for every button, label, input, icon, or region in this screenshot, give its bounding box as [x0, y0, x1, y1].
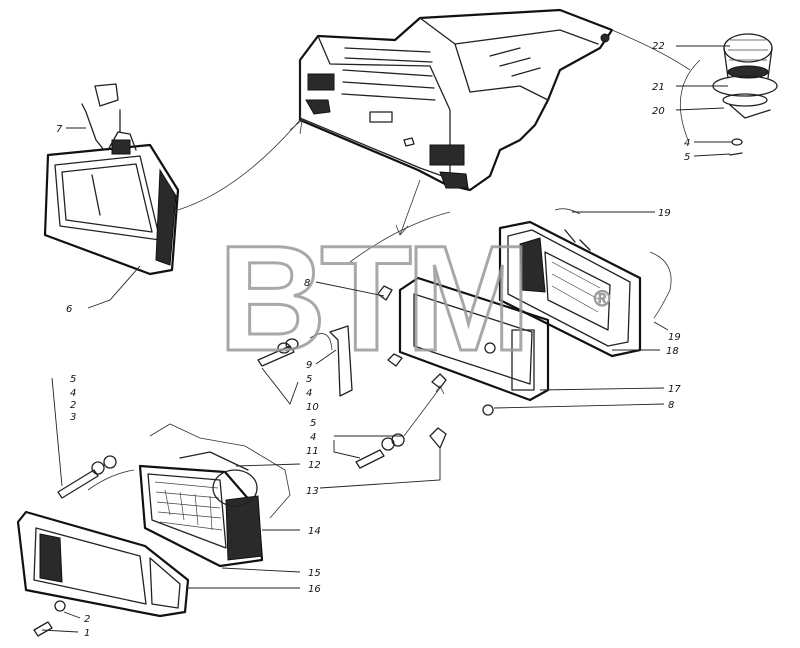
- callout-4-mid: 4: [306, 388, 312, 399]
- callout-7: 7: [56, 124, 63, 135]
- callout-2-left: 2: [70, 400, 76, 411]
- callout-labels: 22 21 20 4 5 19 19 18 17 8 8 7 6 9 5 4 1…: [56, 41, 690, 639]
- callout-21: 21: [652, 82, 665, 93]
- callout-12: 12: [308, 460, 321, 471]
- callout-20: 20: [652, 106, 665, 117]
- callout-10: 10: [306, 402, 319, 413]
- callout-19-right: 19: [668, 332, 681, 343]
- bracket-fasteners-middle: [257, 285, 447, 469]
- fog-lamp-assembly-lower: [16, 423, 291, 637]
- callout-4-top: 4: [684, 138, 690, 149]
- callout-5-mid: 5: [306, 374, 312, 385]
- callout-13: 13: [306, 486, 319, 497]
- callout-2-bottom: 2: [84, 614, 90, 625]
- callout-5-lower: 5: [310, 418, 316, 429]
- callout-14: 14: [308, 526, 321, 537]
- callout-11: 11: [306, 446, 319, 457]
- beacon-lamp: [611, 29, 778, 141]
- callout-9: 9: [306, 360, 312, 371]
- callout-18: 18: [666, 346, 679, 357]
- headlamp-left: [43, 83, 303, 276]
- callout-6: 6: [66, 304, 72, 315]
- callout-3: 3: [70, 412, 76, 423]
- watermark-text: BTM: [218, 214, 525, 382]
- callout-1: 1: [84, 628, 90, 639]
- callout-5-top: 5: [684, 152, 690, 163]
- callout-8-left: 8: [304, 278, 310, 289]
- callout-19-upper: 19: [658, 208, 671, 219]
- leader-lines: [41, 45, 732, 633]
- callout-4-left: 4: [70, 388, 76, 399]
- callout-17: 17: [668, 384, 681, 395]
- callout-5-left: 5: [70, 374, 76, 385]
- registered-mark: ®: [594, 286, 610, 311]
- callout-4-lower: 4: [310, 432, 316, 443]
- callout-16: 16: [308, 584, 321, 595]
- callout-8-right: 8: [668, 400, 674, 411]
- callout-22: 22: [652, 41, 665, 52]
- callout-15: 15: [308, 568, 321, 579]
- truck-cab-front: [298, 8, 614, 192]
- washer-nut-top: [729, 138, 743, 156]
- watermark: BTM ®: [217, 213, 611, 384]
